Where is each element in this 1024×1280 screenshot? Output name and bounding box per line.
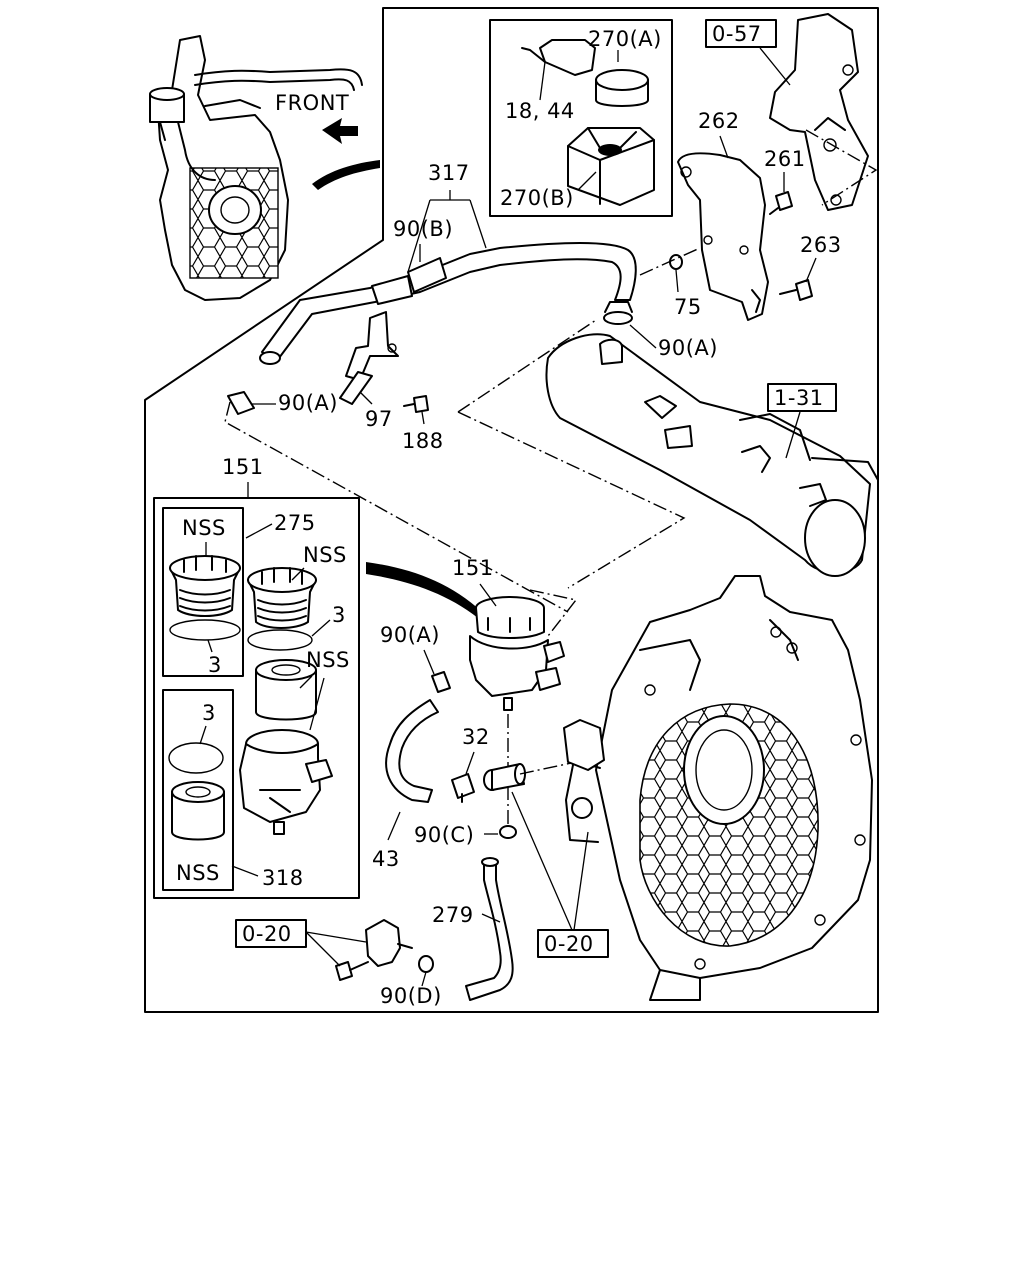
part-262-bracket	[677, 152, 769, 321]
engine-overview-inset: FRONT	[149, 35, 380, 301]
part-188-bolt	[403, 395, 429, 413]
front-label: FRONT	[275, 91, 349, 115]
label-90a-left: 90(A)	[278, 391, 338, 415]
sub-box-275	[162, 507, 244, 677]
part-263-bolt	[779, 279, 813, 301]
label-90b: 90(B)	[393, 217, 453, 241]
label-90a-mid: 90(A)	[380, 623, 440, 647]
part-90d-clamp	[418, 955, 434, 973]
ref-box-0-20-right[interactable]	[537, 929, 609, 958]
ref-box-0-57[interactable]	[705, 19, 777, 48]
part-97-bracket	[339, 311, 399, 405]
label-262: 262	[698, 109, 740, 133]
part-32-fitting	[451, 773, 475, 803]
ref-box-1-31[interactable]	[767, 383, 837, 412]
label-270a: 270(A)	[588, 27, 662, 51]
part-90a-clamp-right	[603, 301, 633, 325]
zoom-swoosh	[312, 160, 380, 190]
exploded-box-151	[153, 497, 360, 899]
filter-housing	[239, 729, 333, 835]
oring-right	[247, 629, 313, 651]
ref-box-0-20-left[interactable]	[235, 919, 307, 948]
part-270b-bracket	[567, 127, 655, 206]
detail-box-270	[489, 19, 673, 217]
part-151-air-filter	[469, 596, 565, 711]
label-75: 75	[674, 295, 702, 319]
oring-3	[168, 742, 224, 774]
intake-pipe-1-31	[545, 333, 879, 577]
label-151-mid: 151	[452, 556, 494, 580]
filter-cap-left	[169, 555, 241, 617]
label-261: 261	[764, 147, 806, 171]
label-270b: 270(B)	[500, 186, 574, 210]
label-18-44: 18, 44	[505, 99, 575, 123]
label-32: 32	[462, 725, 490, 749]
part-18-44-clip	[521, 39, 596, 76]
part-90a-clamp-mid	[431, 671, 451, 693]
part-261-bolt	[769, 191, 793, 215]
zoom-swoosh-151	[366, 562, 482, 618]
label-nss-b: NSS	[303, 543, 347, 567]
filter-element	[255, 659, 317, 721]
label-90a-right: 90(A)	[658, 336, 718, 360]
part-0-57-flange	[769, 13, 869, 211]
part-43-hose	[385, 699, 439, 803]
ref-0-20-right[interactable]: 0-20	[544, 932, 594, 956]
ref-0-57[interactable]: 0-57	[712, 22, 762, 46]
cartridge-318	[171, 781, 225, 841]
label-317: 317	[428, 161, 470, 185]
main-frame	[144, 7, 879, 1013]
flywheel-housing	[563, 575, 873, 1001]
label-nss-c: NSS	[306, 648, 350, 672]
label-3-b: 3	[332, 603, 346, 627]
part-317-pipe	[259, 242, 637, 365]
label-279: 279	[432, 903, 474, 927]
part-75-washer	[669, 254, 683, 270]
front-arrow-icon	[322, 118, 358, 144]
label-97: 97	[365, 407, 393, 431]
sub-box-318	[162, 689, 234, 891]
label-43: 43	[372, 847, 400, 871]
tube-fitting	[483, 763, 526, 791]
ref-1-31[interactable]: 1-31	[774, 386, 824, 410]
part-279-hose	[465, 857, 514, 1001]
label-90d: 90(D)	[380, 984, 442, 1008]
label-263: 263	[800, 233, 842, 257]
label-nss-d: NSS	[176, 861, 220, 885]
label-151-top: 151	[222, 455, 264, 479]
filter-cap-right	[247, 567, 317, 629]
part-90a-clamp-left	[227, 391, 255, 415]
label-90c: 90(C)	[414, 823, 474, 847]
sensor-bracket	[335, 919, 413, 981]
label-318: 318	[262, 866, 304, 890]
label-3-c: 3	[202, 701, 216, 725]
label-275: 275	[274, 511, 316, 535]
label-3-a: 3	[208, 653, 222, 677]
part-90c-clamp	[499, 825, 517, 839]
oring-left	[169, 619, 241, 641]
label-188: 188	[402, 429, 444, 453]
label-nss-a: NSS	[182, 516, 226, 540]
ref-0-20-left[interactable]: 0-20	[242, 922, 292, 946]
part-270a-cap	[595, 69, 649, 107]
